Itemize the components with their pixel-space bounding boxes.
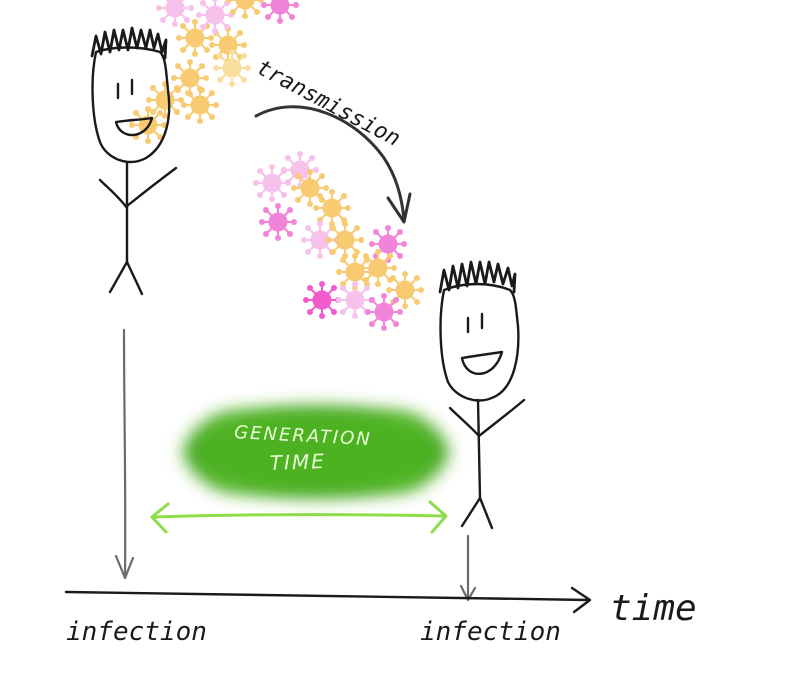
time-badge-label: TIME [269, 449, 326, 475]
infection-label-left: infection [66, 617, 207, 647]
grey-arrow-right [459, 534, 477, 602]
double-arrow-icon [150, 500, 448, 534]
time-axis [64, 586, 592, 614]
curved-arrow-icon [254, 105, 412, 224]
person-icon [90, 26, 178, 296]
infection-label-right: infection [420, 617, 561, 647]
grey-arrow-left [114, 328, 135, 580]
person-icon-infectee [438, 260, 526, 530]
time-label: time [610, 588, 697, 629]
generation-time-badge: GENERATION TIME [184, 408, 448, 496]
transmission-label: transmission [252, 55, 404, 152]
virus-cloud-transmission [253, 151, 424, 331]
